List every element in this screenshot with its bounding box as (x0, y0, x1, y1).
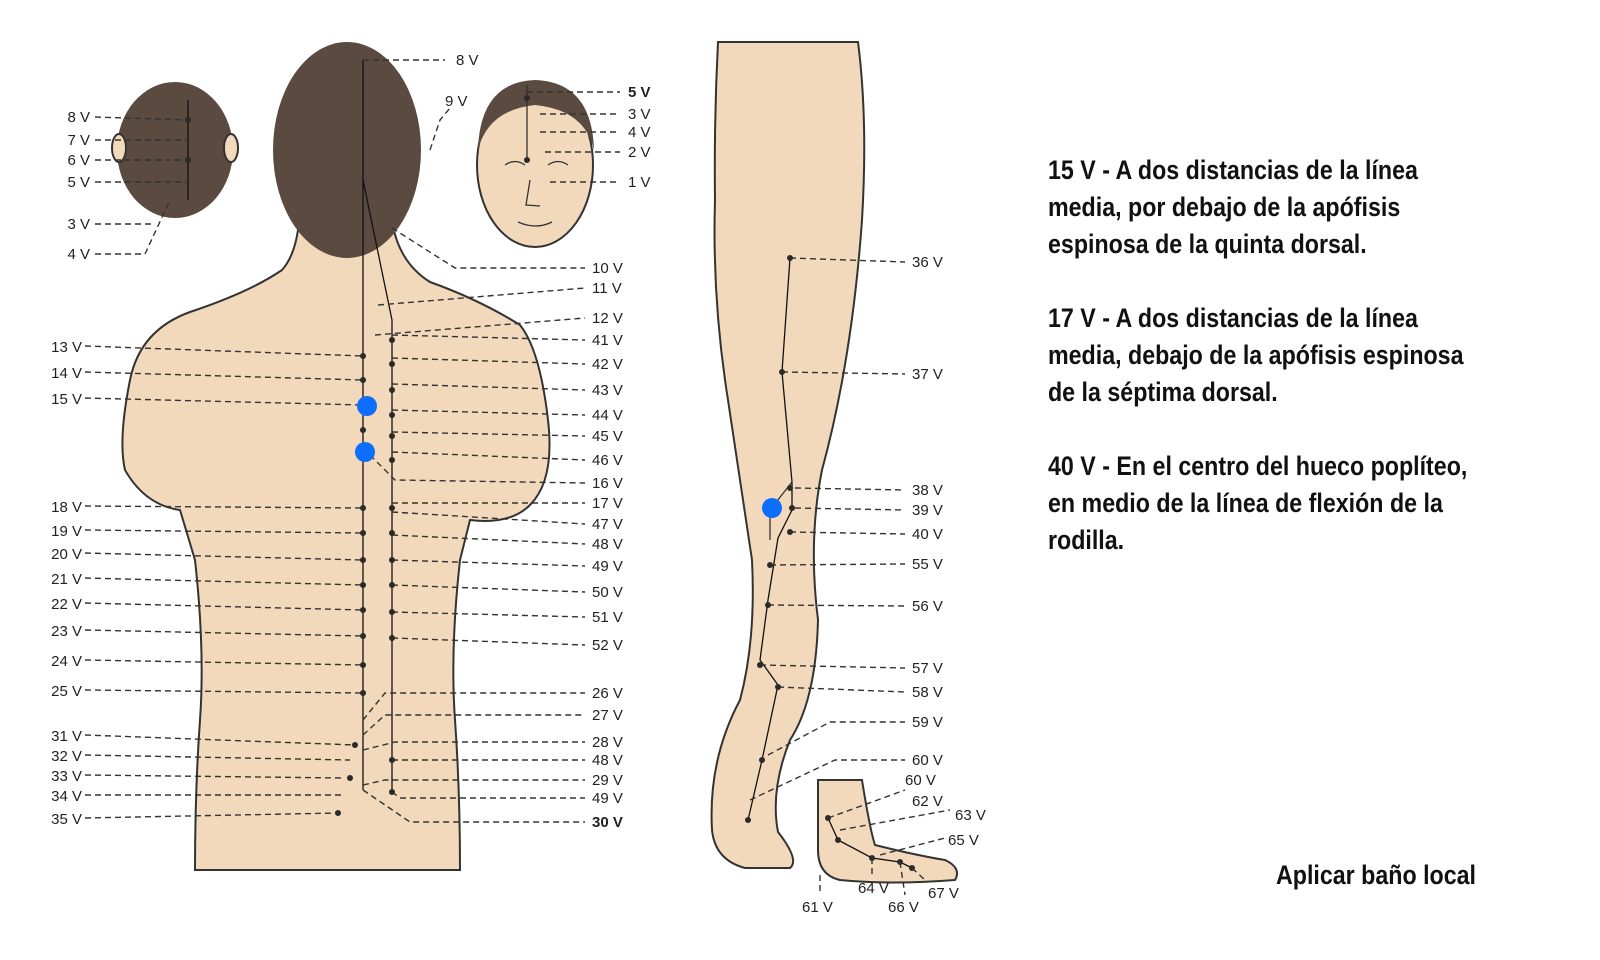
back-right-label: 29 V (592, 772, 623, 789)
foot-label: 66 V (888, 899, 919, 916)
back-right-label: 28 V (592, 734, 623, 751)
head-top-label: 9 V (445, 93, 468, 110)
head-top-label: 8 V (456, 52, 479, 69)
back-left-label: 14 V (51, 365, 82, 382)
back-right-label: 50 V (592, 584, 623, 601)
note-17v: 17 V - A dos distancias de la línea medi… (1048, 303, 1464, 407)
leg-label: 40 V (912, 526, 943, 543)
back-right-label: 10 V (592, 260, 623, 277)
back-left-label: 19 V (51, 523, 82, 540)
back-left-label: 13 V (51, 339, 82, 356)
point-17v-marker (355, 442, 375, 462)
head-back-figure: 8 V 7 V 6 V 5 V 3 V 4 V (67, 82, 239, 263)
foot-figure: 60 V 62 V 63 V 65 V 67 V 66 V 64 V 61 V (802, 772, 986, 916)
head-back-label: 5 V (67, 174, 90, 191)
back-right-label: 48 V (592, 752, 623, 769)
leg-label: 60 V (912, 752, 943, 769)
head-back-label: 8 V (67, 109, 90, 126)
back-right-label: 27 V (592, 707, 623, 724)
note-15v: 15 V - A dos distancias de la línea medi… (1048, 155, 1418, 259)
note-code: 17 V (1048, 303, 1096, 333)
head-front-label: 3 V (628, 106, 651, 123)
leg-label: 58 V (912, 684, 943, 701)
head-front-figure: 5 V 3 V 4 V 2 V 1 V (476, 80, 651, 248)
note-text: A dos distancias de la línea media, deba… (1048, 303, 1464, 407)
point-40v-marker (762, 498, 782, 518)
foot-label: 62 V (912, 793, 943, 810)
leg-figure: 36 V 37 V 38 V 39 V 40 V 55 V 56 V 57 V … (710, 41, 943, 869)
leg-label: 59 V (912, 714, 943, 731)
leg-label: 38 V (912, 482, 943, 499)
back-right-label: 49 V (592, 558, 623, 575)
head-front-label: 1 V (628, 174, 651, 191)
foot-label: 67 V (928, 885, 959, 902)
back-right-label: 11 V (592, 280, 622, 297)
leg-label: 37 V (912, 366, 943, 383)
note-text: En el centro del hueco poplíteo, en medi… (1048, 451, 1468, 555)
head-back-label: 7 V (67, 132, 90, 149)
head-back-label: 3 V (67, 216, 90, 233)
back-left-label: 23 V (51, 623, 82, 640)
back-right-label: 41 V (592, 332, 623, 349)
foot-label: 61 V (802, 899, 833, 916)
leg-label: 57 V (912, 660, 943, 677)
back-figure: 8 V 9 V 13 V 14 V 15 V 18 V 19 V 20 V 21… (51, 42, 623, 871)
back-right-label: 16 V (592, 475, 623, 492)
leg-label: 36 V (912, 254, 943, 271)
leg-label: 39 V (912, 502, 943, 519)
back-right-label: 52 V (592, 637, 623, 654)
instruction-text: Aplicar baño local (1276, 860, 1477, 890)
foot-label: 64 V (858, 880, 889, 897)
back-right-label: 51 V (592, 609, 623, 626)
note-text: A dos distancias de la línea media, por … (1048, 155, 1418, 259)
back-right-label: 30 V (592, 814, 623, 831)
back-left-label: 21 V (51, 571, 82, 588)
back-right-label: 46 V (592, 452, 623, 469)
back-right-label: 26 V (592, 685, 623, 702)
leg-label: 56 V (912, 598, 943, 615)
back-left-label: 31 V (51, 728, 82, 745)
point-descriptions: 15 V - A dos distancias de la línea medi… (1048, 152, 1495, 596)
back-left-label: 18 V (51, 499, 82, 516)
back-right-label: 42 V (592, 356, 623, 373)
foot-label: 65 V (948, 832, 979, 849)
back-right-label: 17 V (592, 495, 623, 512)
back-left-label: 24 V (51, 653, 82, 670)
head-back-label: 4 V (67, 246, 90, 263)
leg-label: 55 V (912, 556, 943, 573)
back-left-label: 34 V (51, 788, 82, 805)
back-left-label: 20 V (51, 546, 82, 563)
back-left-label: 35 V (51, 811, 82, 828)
foot-label: 63 V (955, 807, 986, 824)
back-right-label: 44 V (592, 407, 623, 424)
note-code: 40 V (1048, 451, 1096, 481)
back-left-label: 22 V (51, 596, 82, 613)
head-front-label: 5 V (628, 84, 651, 101)
head-front-label: 2 V (628, 144, 651, 161)
head-back-label: 6 V (67, 152, 90, 169)
back-right-label: 48 V (592, 536, 623, 553)
head-front-label: 4 V (628, 124, 651, 141)
note-40v: 40 V - En el centro del hueco poplíteo, … (1048, 451, 1468, 555)
back-right-label: 12 V (592, 310, 623, 327)
back-left-label: 15 V (51, 391, 82, 408)
note-code: 15 V (1048, 155, 1096, 185)
back-right-label: 43 V (592, 382, 623, 399)
acupuncture-diagram: 8 V 7 V 6 V 5 V 3 V 4 V 5 V 3 V 4 V 2 V … (51, 41, 986, 916)
back-left-label: 32 V (51, 748, 82, 765)
back-left-label: 33 V (51, 768, 82, 785)
back-right-label: 45 V (592, 428, 623, 445)
point-15v-marker (357, 396, 377, 416)
back-right-label: 49 V (592, 790, 623, 807)
foot-label: 60 V (905, 772, 936, 789)
back-left-label: 25 V (51, 683, 82, 700)
back-right-label: 47 V (592, 516, 623, 533)
